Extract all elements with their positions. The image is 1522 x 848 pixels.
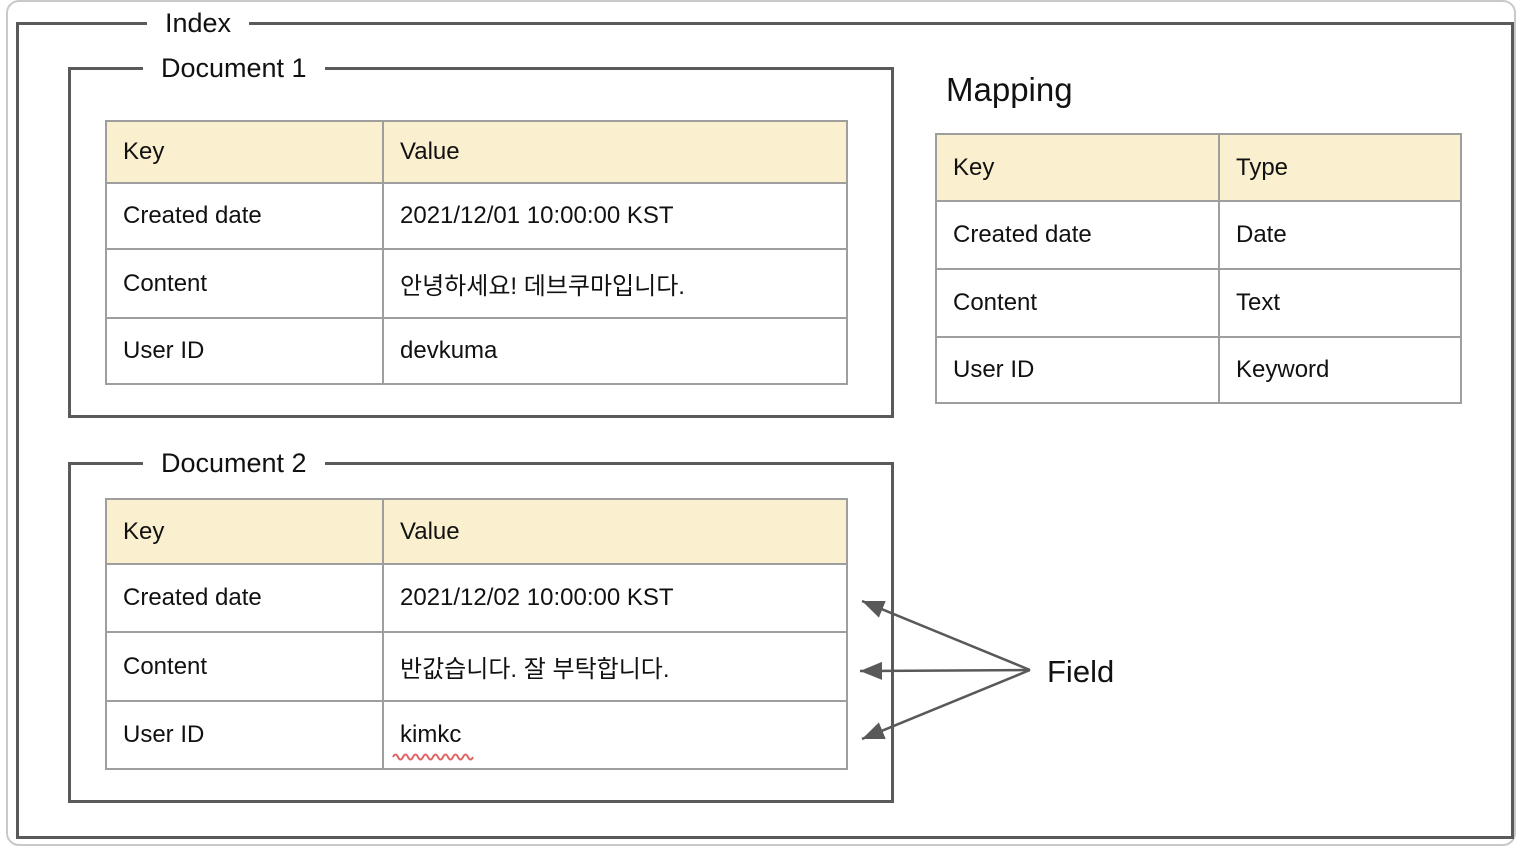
mapping-row2-type: Text (1218, 268, 1460, 336)
doc2-row2-key: Content (107, 631, 382, 700)
doc2-row3-value: kimkc (382, 700, 846, 768)
doc2-header-key: Key (107, 500, 382, 563)
mapping-table: Key Type Created date Date Content Text … (935, 133, 1462, 404)
doc1-header-value: Value (382, 122, 846, 182)
doc1-header-key: Key (107, 122, 382, 182)
doc2-header-value: Value (382, 500, 846, 563)
doc2-row2-value: 반값습니다. 잘 부탁합니다. (382, 631, 846, 700)
mapping-header-type: Type (1218, 135, 1460, 200)
doc1-row2-value: 안녕하세요! 데브쿠마입니다. (382, 248, 846, 317)
mapping-row2-key: Content (937, 268, 1218, 336)
mapping-title: Mapping (946, 71, 1073, 108)
index-box: Index (16, 6, 1514, 839)
document1-table: Key Value Created date 2021/12/01 10:00:… (105, 120, 848, 385)
doc1-row1-value: 2021/12/01 10:00:00 KST (382, 182, 846, 248)
mapping-row1-type: Date (1218, 200, 1460, 268)
document2-label: Document 2 (143, 446, 325, 481)
doc1-row2-key: Content (107, 248, 382, 317)
doc1-row1-key: Created date (107, 182, 382, 248)
doc2-row1-value: 2021/12/02 10:00:00 KST (382, 563, 846, 631)
document2-table: Key Value Created date 2021/12/02 10:00:… (105, 498, 848, 770)
doc1-row3-value: devkuma (382, 317, 846, 383)
mapping-row3-key: User ID (937, 336, 1218, 402)
mapping-row3-type: Keyword (1218, 336, 1460, 402)
doc2-row3-key: User ID (107, 700, 382, 768)
mapping-header-key: Key (937, 135, 1218, 200)
mapping-row1-key: Created date (937, 200, 1218, 268)
index-label: Index (147, 6, 250, 41)
document1-label: Document 1 (143, 51, 325, 86)
document1-box: Document 1 (68, 51, 894, 418)
doc1-row3-key: User ID (107, 317, 382, 383)
doc2-row1-key: Created date (107, 563, 382, 631)
field-label: Field (1047, 654, 1115, 689)
